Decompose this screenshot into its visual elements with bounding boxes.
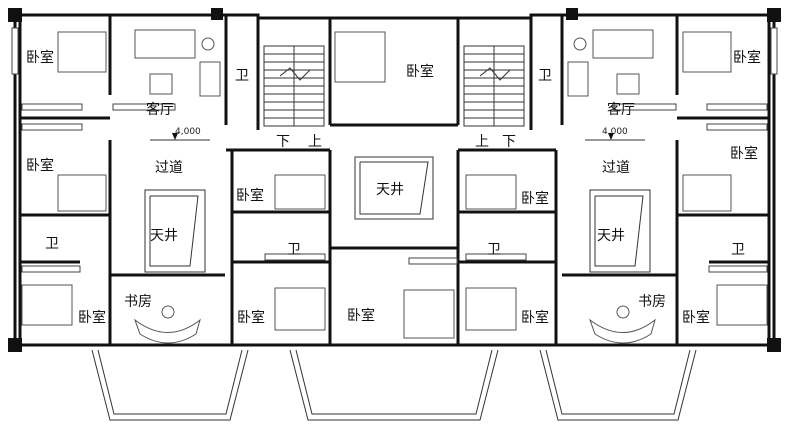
bay-windows <box>91 349 697 421</box>
living-furniture <box>134 29 654 97</box>
dimension-labels: 4,000 4,000 <box>175 127 628 137</box>
room-label: 卫 <box>487 242 501 258</box>
room-label: 卧室 <box>521 309 549 326</box>
stair-left <box>263 45 325 127</box>
dimension-lines <box>150 133 645 141</box>
room-label: 卧室 <box>78 309 106 326</box>
room-label: 卧室 <box>347 307 375 324</box>
room-label: 卧室 <box>682 309 710 326</box>
interior-walls-right <box>456 15 769 345</box>
room-label: 卫 <box>731 242 745 258</box>
courtyard-center <box>354 156 434 220</box>
stair-labels: 下 上 上 下 <box>276 134 516 150</box>
room-label: 天井 <box>597 228 625 244</box>
beds <box>21 31 768 339</box>
courtyard-right <box>589 189 651 273</box>
room-label: 卧室 <box>406 63 434 80</box>
room-labels: 卧室 客厅 卫 卧室 过道 卧室 天井 卫 卫 卧室 书房 卧室 卧室 天井 卧… <box>26 49 761 326</box>
room-label: 卧室 <box>733 49 761 66</box>
room-label: 书房 <box>638 294 666 310</box>
interior-walls-center <box>328 18 460 250</box>
dimension-label: 4,000 <box>602 127 628 137</box>
stair-right <box>463 45 525 127</box>
room-label: 卫 <box>287 242 301 258</box>
room-label: 卧室 <box>730 145 758 162</box>
room-label: 客厅 <box>146 101 174 118</box>
interior-walls-left <box>20 15 332 345</box>
stair-down-label: 下 <box>276 134 290 150</box>
room-label: 过道 <box>602 160 630 176</box>
room-label: 卧室 <box>236 187 264 204</box>
room-label: 卧室 <box>26 157 54 174</box>
room-label: 卫 <box>235 68 249 84</box>
room-label: 卧室 <box>237 309 265 326</box>
room-label: 天井 <box>150 228 178 244</box>
windows <box>11 27 778 273</box>
stair-down-label: 下 <box>502 134 516 150</box>
room-label: 天井 <box>376 182 404 198</box>
study-desks <box>133 305 656 344</box>
room-label: 过道 <box>155 160 183 176</box>
room-label: 卧室 <box>521 190 549 207</box>
courtyard-left <box>144 189 206 273</box>
room-label: 卫 <box>45 236 59 252</box>
dimension-label: 4,000 <box>175 127 201 137</box>
room-label: 书房 <box>124 294 152 310</box>
stair-up-label: 上 <box>475 134 489 150</box>
room-label: 客厅 <box>607 101 635 118</box>
room-label: 卧室 <box>26 49 54 66</box>
room-label: 卫 <box>538 68 552 84</box>
stair-up-label: 上 <box>308 134 322 150</box>
